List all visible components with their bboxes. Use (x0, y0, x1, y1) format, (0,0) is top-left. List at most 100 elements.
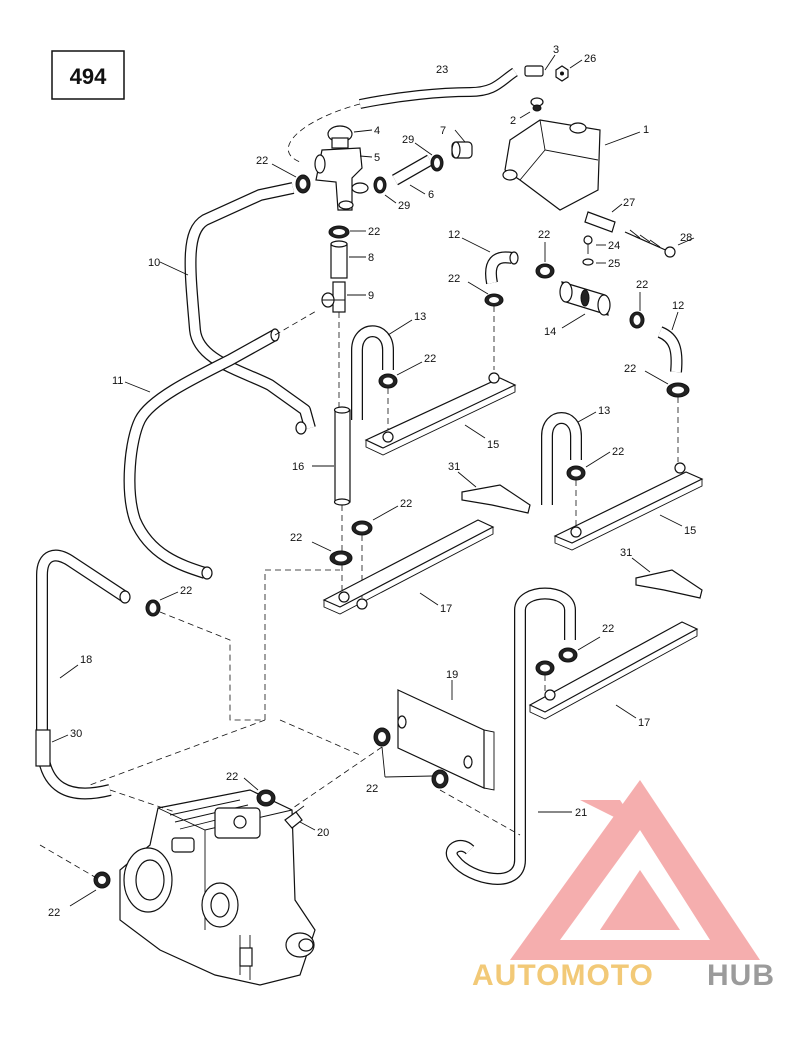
part-22-clamp-21top (558, 636, 601, 663)
part-9-tee-fitting (321, 281, 366, 410)
watermark-text-secondary: HUB (707, 959, 775, 992)
label-22-b: 22 (368, 226, 380, 238)
label-5: 5 (374, 152, 380, 164)
label-23: 23 (436, 64, 448, 76)
part-22-clamp-17left (311, 541, 353, 566)
part-12-elbow-left (461, 237, 519, 285)
part-22-clamp-hose11 (145, 591, 179, 617)
part-12-elbow-right (657, 311, 683, 373)
label-26: 26 (584, 53, 596, 65)
label-6: 6 (428, 189, 434, 201)
part-25-washer (582, 258, 606, 266)
part-22-clamp-19b (431, 769, 449, 789)
part-31-bracket-top (457, 471, 531, 514)
label-20: 20 (317, 827, 329, 839)
label-1: 1 (643, 124, 649, 136)
label-11: 11 (112, 375, 123, 387)
label-22-l: 22 (602, 623, 614, 635)
part-5-thermostat-housing (314, 147, 373, 211)
label-17-left: 17 (440, 603, 452, 615)
part-29-clamp (414, 142, 444, 172)
part-4-pressure-cap (327, 125, 373, 149)
part-22-clamp-8top (328, 225, 366, 239)
part-13-u-hose-right (541, 411, 597, 505)
part-22-clamp-12right (629, 292, 645, 329)
part-23-overflow-hose (287, 67, 518, 163)
part-28-bolt (624, 229, 695, 258)
label-29-b: 29 (398, 200, 410, 212)
part-22-clamp-21mid (535, 660, 555, 692)
label-22-e: 22 (636, 279, 648, 291)
part-11-hose (123, 309, 319, 580)
label-31-lower: 31 (620, 547, 632, 559)
part-8-hose (330, 240, 366, 279)
label-16: 16 (292, 461, 304, 473)
part-labels: 1 2 3 4 5 6 7 8 9 10 11 12 12 13 13 14 1… (48, 44, 696, 919)
part-21-long-hose (445, 587, 576, 885)
label-15-top: 15 (487, 439, 499, 451)
part-29-clamp-2 (373, 176, 397, 204)
part-3-fitting (524, 54, 556, 77)
part-20-temperature-sensor (284, 805, 316, 831)
part-17-plate-right (528, 621, 699, 720)
label-12-left: 12 (448, 229, 460, 241)
label-22-j: 22 (290, 532, 302, 544)
part-24-screw (583, 235, 606, 254)
part-6-hose (392, 154, 433, 195)
part-22-clamp-12left (535, 242, 555, 279)
part-13-u-hose-left (351, 319, 413, 420)
part-22-clamp-engine-left (69, 871, 111, 907)
label-22-a: 22 (256, 155, 268, 167)
label-18: 18 (80, 654, 92, 666)
label-28: 28 (680, 232, 692, 244)
label-27: 27 (623, 197, 635, 209)
label-24: 24 (608, 240, 620, 252)
label-22-h: 22 (612, 446, 624, 458)
part-19-cover-plate (397, 680, 495, 791)
label-9: 9 (368, 290, 374, 302)
watermark-text-primary: AUTOMOTO (472, 959, 654, 992)
part-22-clamp-19a (373, 727, 391, 747)
label-22-m: 22 (366, 783, 378, 795)
label-22-c: 22 (538, 229, 550, 241)
label-7: 7 (440, 125, 446, 137)
part-22-clamp-13right (566, 451, 611, 526)
label-31-top: 31 (448, 461, 460, 473)
engine-block (119, 789, 316, 986)
part-22-clamp-12left-lower (467, 281, 504, 370)
part-22-clamp-13left (378, 361, 423, 432)
label-15-lower: 15 (684, 525, 696, 537)
part-2-grommet (519, 97, 544, 119)
part-31-bracket-lower (631, 557, 703, 599)
part-16-straight-hose (312, 406, 351, 590)
part-1-coolant-tank (502, 119, 641, 211)
part-18-hose (36, 549, 131, 800)
part-26-nut (555, 59, 583, 82)
label-30: 30 (70, 728, 82, 740)
label-22-i: 22 (400, 498, 412, 510)
page-number: 494 (70, 64, 107, 89)
label-22-k: 22 (180, 585, 192, 597)
part-14-union-fitting (559, 281, 611, 329)
label-8: 8 (368, 252, 374, 264)
label-10: 10 (148, 257, 160, 269)
page-number-box: 494 (51, 50, 125, 100)
label-13-left: 13 (414, 311, 426, 323)
part-30-sleeve (35, 729, 69, 767)
label-21: 21 (575, 807, 587, 819)
label-22-g: 22 (624, 363, 636, 375)
label-22-d: 22 (448, 273, 460, 285)
label-25: 25 (608, 258, 620, 270)
part-10-hose (159, 182, 316, 435)
part-22-clamp-engine-top (243, 777, 276, 807)
label-17-right: 17 (638, 717, 650, 729)
label-22-f: 22 (424, 353, 436, 365)
part-27-spacer (584, 203, 623, 233)
part-17-plate-left (322, 519, 495, 615)
label-14: 14 (544, 326, 556, 338)
label-3: 3 (553, 44, 559, 56)
label-22-o: 22 (48, 907, 60, 919)
label-22-n: 22 (226, 771, 238, 783)
label-4: 4 (374, 125, 380, 137)
